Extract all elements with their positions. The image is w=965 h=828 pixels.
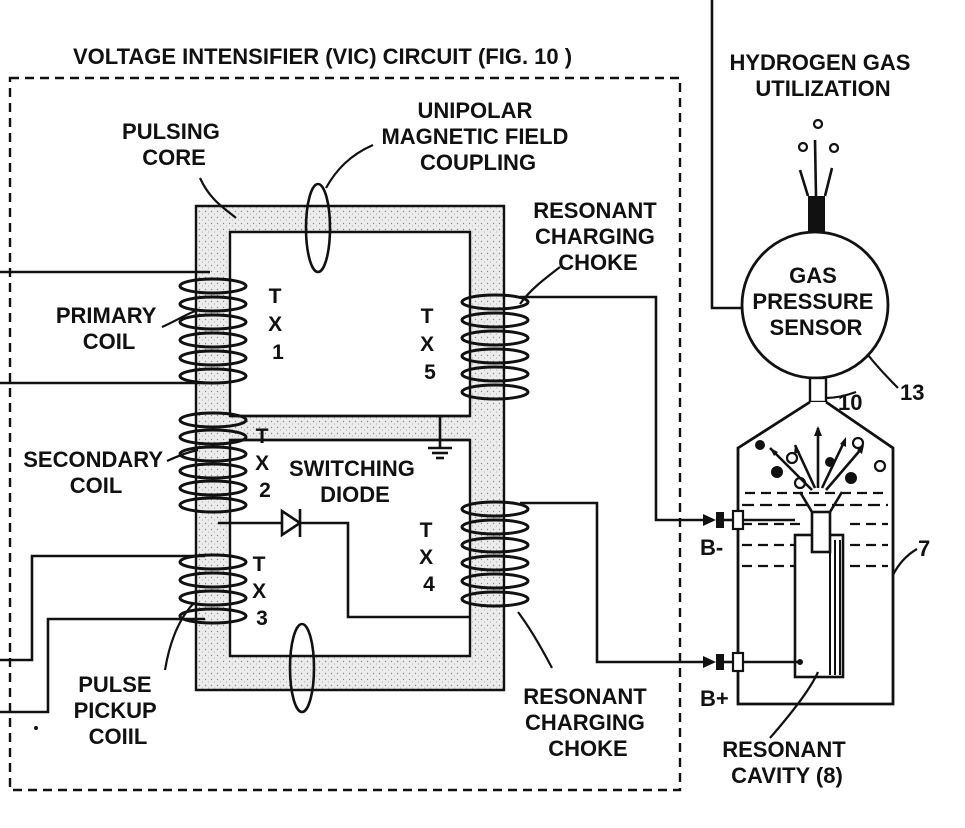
b-plus-wire [520,501,703,664]
water-level [742,491,888,568]
resonant-choke-top-label: RESONANT CHARGING CHOKE [533,198,663,275]
switching-diode [280,508,303,538]
coupling-loop-top [304,182,332,274]
ref-10-label: 10 [838,390,862,415]
vic-enclosure [8,76,682,792]
tx1-label: T X 1 [268,285,288,364]
tx5-label: T X 5 [420,305,440,384]
switching-diode-label: SWITCHING DIODE [289,456,421,507]
b-minus-label: B- [700,535,723,560]
resonant-choke-bottom-label: RESONANT CHARGING CHOKE [523,684,653,761]
ground-symbol [428,416,452,460]
pulsing-core-label: PULSING CORE [122,119,226,170]
secondary-coil-label: SECONDARY COIL [23,447,168,498]
pickup-lead-a [0,554,205,662]
leader-lines [161,143,918,739]
cell-neck [808,376,828,404]
gas-bubbles [755,426,887,491]
primary-coil-tx1 [178,277,248,385]
pickup-lead-b [0,617,205,714]
resonant-cavity-label: RESONANT CAVITY (8) [722,737,852,788]
tx2-label: T X 2 [255,425,275,502]
stray-dot [34,726,38,730]
b-plus-terminal [703,651,803,673]
b-minus-terminal [703,509,795,531]
sensor-output-tube [808,196,825,232]
hydrogen-feed-line [710,0,750,310]
diode-to-tx4 [300,521,470,619]
tx4-label: T X 4 [419,519,439,596]
tx3-label: T X 3 [252,553,272,630]
coupling-loop-bottom [288,622,316,714]
diagram-title: VOLTAGE INTENSIFIER (VIC) CIRCUIT (FIG. … [73,44,572,69]
resonant-choke-tx4 [460,500,530,608]
ref-7-label: 7 [918,536,930,561]
primary-coil-label: PRIMARY COIL [56,303,162,354]
ref-13-label: 13 [900,380,924,405]
pulse-pickup-coil-tx3 [178,553,248,625]
b-minus-wire [520,295,703,522]
secondary-coil-tx2 [178,411,248,514]
b-plus-label: B+ [700,686,729,711]
gas-pressure-sensor-label: GAS PRESSURE SENSOR [752,263,879,340]
unipolar-coupling-label: UNIPOLAR MAGNETIC FIELD COUPLING [381,98,574,175]
cavity-inner-tube [810,510,832,554]
resonant-choke-tx5 [460,293,530,401]
hydrogen-utilization-label: HYDROGEN GAS UTILIZATION [729,50,916,101]
pulse-pickup-label: PULSE PICKUP COIIL [74,672,163,749]
